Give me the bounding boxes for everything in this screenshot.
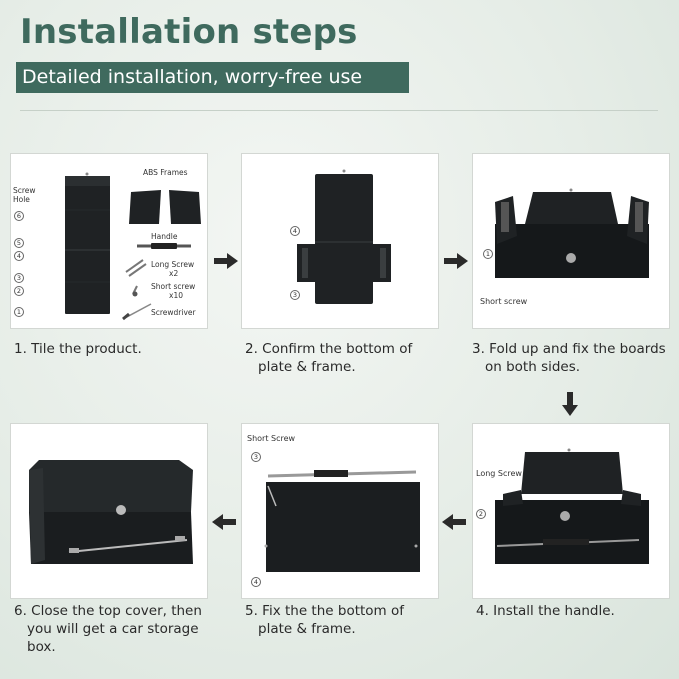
step-1-illustration bbox=[65, 172, 201, 321]
page-title: Installation steps bbox=[20, 12, 358, 52]
step-4-illustration bbox=[495, 448, 649, 564]
arrow-down-icon bbox=[562, 392, 578, 416]
marker: 5 bbox=[14, 238, 24, 248]
step-2-panel: 4 3 bbox=[241, 153, 439, 329]
step-2-caption: 2. Confirm the bottom of plate & frame. bbox=[245, 341, 413, 375]
marker: 3 bbox=[290, 290, 300, 300]
arrow-right-icon bbox=[214, 253, 238, 269]
marker: 6 bbox=[14, 211, 24, 221]
arrow-left-icon bbox=[442, 514, 466, 530]
divider bbox=[20, 110, 658, 111]
screwdriver-label: Screwdriver bbox=[151, 308, 196, 317]
marker: 3 bbox=[14, 273, 24, 283]
page-subtitle: Detailed installation, worry-free use bbox=[16, 62, 409, 93]
long-screw-label: Long Screw bbox=[476, 469, 522, 478]
handle-label: Handle bbox=[151, 232, 178, 241]
marker: 4 bbox=[251, 577, 261, 587]
arrow-right-icon bbox=[444, 253, 468, 269]
arrow-left-icon bbox=[212, 514, 236, 530]
marker: 1 bbox=[14, 307, 24, 317]
step-6-caption: 6. Close the top cover, then you will ge… bbox=[14, 603, 202, 655]
marker: 1 bbox=[483, 249, 493, 259]
marker: 4 bbox=[14, 251, 24, 261]
step-6-panel bbox=[10, 423, 208, 599]
short-screw-label: Short screw bbox=[480, 297, 528, 306]
short-screw-label: Short Screw bbox=[247, 434, 296, 443]
marker: 3 bbox=[251, 452, 261, 462]
step-1-caption: 1. Tile the product. bbox=[14, 341, 142, 357]
step-5-illustration bbox=[264, 470, 420, 572]
step-6-illustration bbox=[29, 460, 193, 564]
step-4-caption: 4. Install the handle. bbox=[476, 603, 615, 619]
step-3-illustration bbox=[495, 188, 649, 278]
step-3-panel: Short screw 1 bbox=[472, 153, 670, 329]
abs-frames-label: ABS Frames bbox=[143, 168, 188, 177]
step-5-caption: 5. Fix the the bottom of plate & frame. bbox=[245, 603, 405, 637]
step-2-illustration bbox=[297, 169, 391, 304]
step-5-panel: Short Screw 3 4 bbox=[241, 423, 439, 599]
marker: 2 bbox=[14, 286, 24, 296]
step-4-panel: Long Screw 2 bbox=[472, 423, 670, 599]
marker: 4 bbox=[290, 226, 300, 236]
marker: 2 bbox=[476, 509, 486, 519]
step-3-caption: 3. Fold up and fix the boards on both si… bbox=[472, 341, 666, 375]
